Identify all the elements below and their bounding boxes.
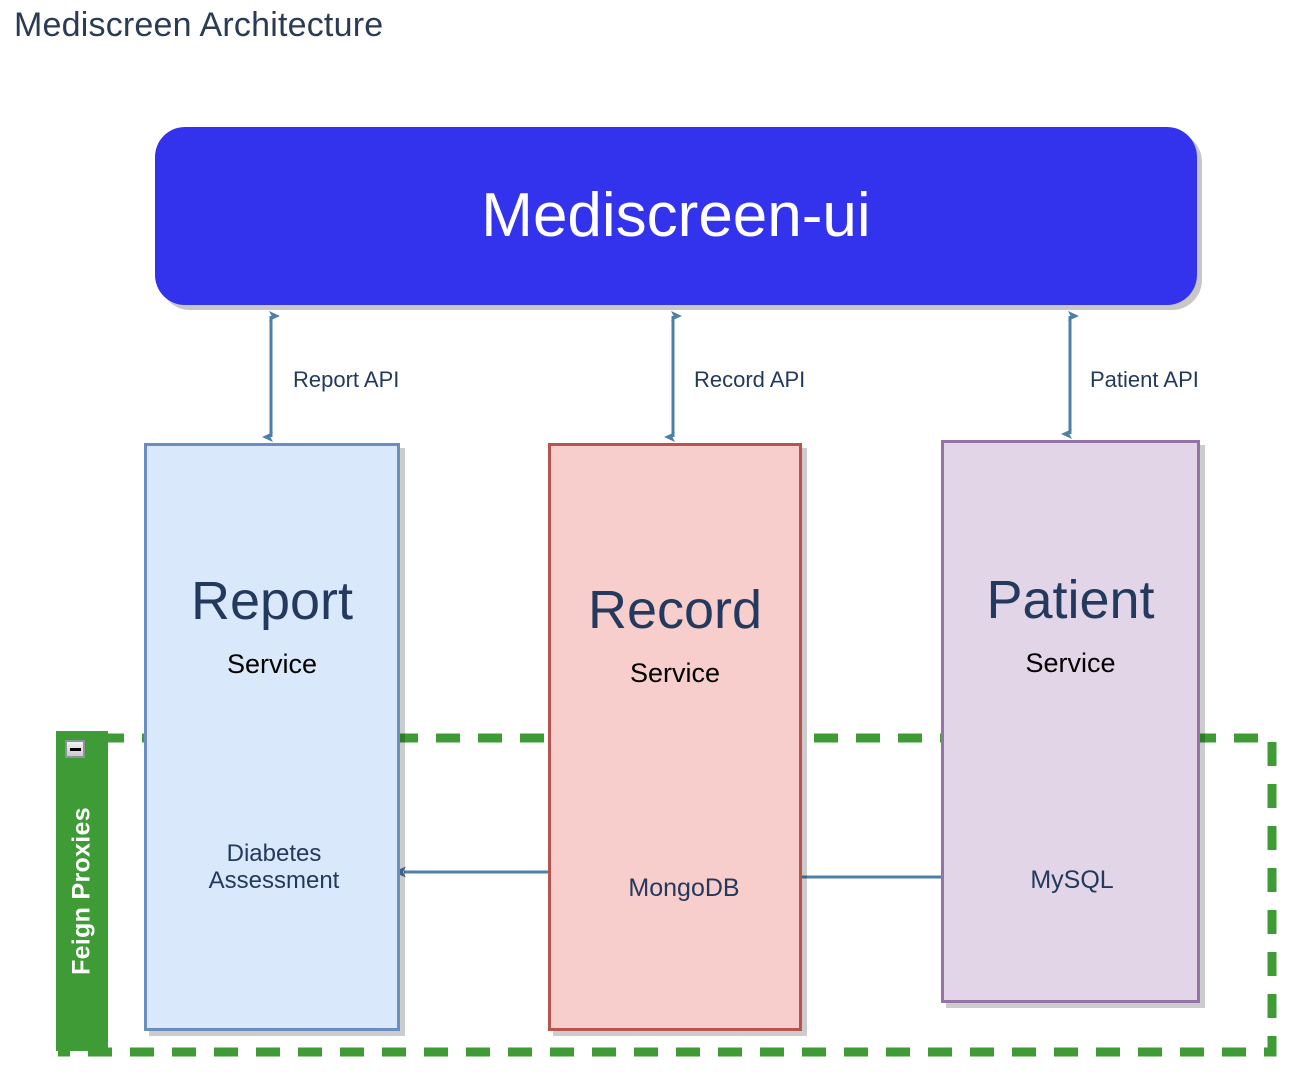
mediscreen-ui-box[interactable]: Mediscreen-ui	[155, 127, 1197, 305]
report-service-title: Report	[190, 571, 354, 631]
minus-icon[interactable]	[65, 740, 85, 758]
report-service-subtitle: Service	[226, 649, 318, 679]
page-title: Mediscreen Architecture	[14, 6, 384, 44]
record-service-title: Record	[587, 580, 763, 640]
mediscreen-ui-label: Mediscreen-ui	[481, 181, 871, 250]
feign-proxies-tab[interactable]: Feign Proxies	[56, 731, 108, 1051]
record-api-label: Record API	[694, 367, 806, 392]
feign-proxies-label: Feign Proxies	[67, 807, 96, 975]
report-api-label: Report API	[293, 367, 400, 392]
report-service-box[interactable]: Report Service	[144, 443, 400, 1031]
patient-service-subtitle: Service	[1025, 648, 1116, 678]
patient-service-box[interactable]: Patient Service	[941, 440, 1200, 1003]
patient-service-title: Patient	[986, 570, 1155, 630]
minus-icon-bar	[69, 747, 81, 751]
patient-api-label: Patient API	[1090, 367, 1199, 392]
record-service-box[interactable]: Record Service	[548, 443, 802, 1031]
record-service-subtitle: Service	[629, 658, 721, 688]
